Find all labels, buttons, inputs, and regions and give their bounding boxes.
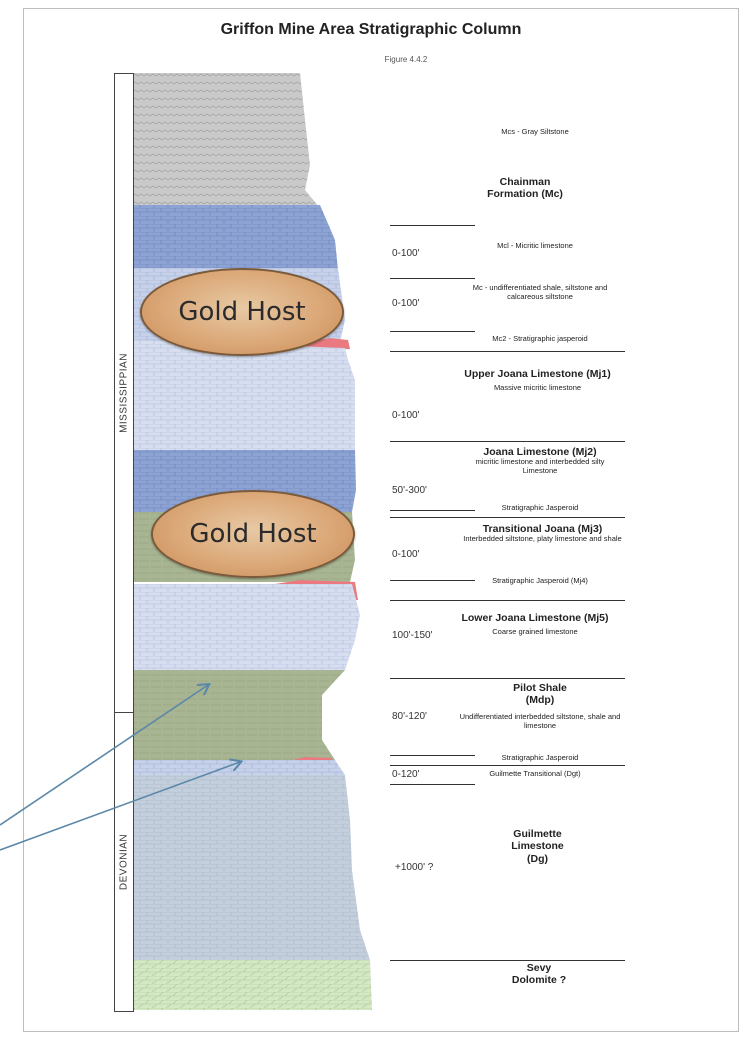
unit-mj1-description: Massive micritic limestone — [493, 383, 582, 393]
gold-host-callout-lower: Gold Host — [151, 490, 355, 578]
boundary-line-13 — [390, 784, 475, 785]
layer-mcs-gray-siltstone — [134, 73, 320, 208]
unit-mj1: Upper Joana Limestone (Mj1) Massive micr… — [455, 368, 620, 393]
thickness-mdp: 80'-120' — [392, 711, 427, 722]
unit-chainman-heading: Chainman Formation (Mc) — [487, 176, 563, 201]
unit-mcs: Mcs - Gray Siltstone — [460, 127, 610, 137]
unit-mj1-heading: Upper Joana Limestone (Mj1) — [464, 368, 611, 380]
unit-mj2-description: micritic limestone and interbedded silty… — [475, 457, 605, 476]
unit-mdp-heading: Pilot Shale (Mdp) — [513, 682, 567, 707]
unit-mc2-description: Mc2 - Stratigraphic jasperoid — [492, 334, 588, 343]
unit-mcl: Mcl - Micritic limestone — [460, 241, 610, 251]
boundary-line-14 — [390, 960, 625, 961]
boundary-line-5 — [390, 441, 625, 442]
thickness-mj2: 50'-300' — [392, 485, 427, 496]
unit-mj4-description: Stratigraphic Jasperoid (Mj4) — [492, 576, 588, 585]
thickness-mj3: 0-100' — [392, 549, 420, 560]
boundary-line-9 — [390, 600, 625, 601]
layer-mj1-upper-joana — [134, 340, 355, 450]
thickness-mj5: 100'-150' — [392, 630, 433, 641]
unit-chainman: Chainman Formation (Mc) — [485, 176, 565, 201]
figure-title: Griffon Mine Area Stratigraphic Column — [220, 21, 522, 38]
unit-mcl-description: Mcl - Micritic limestone — [497, 241, 573, 250]
unit-mj3-description: Interbedded siltstone, platy limestone a… — [463, 534, 622, 544]
figure-subtitle: Figure 4.4.2 — [384, 55, 428, 64]
unit-sevy-heading: Sevy Dolomite ? — [511, 962, 567, 987]
unit-mj2-jasperoid-description: Stratigraphic Jasperoid — [501, 503, 579, 512]
age-bar-devonian: DEVONIAN — [114, 712, 134, 1012]
gold-host-label-upper: Gold Host — [178, 297, 306, 327]
thickness-dgt: 0-120' — [392, 769, 420, 780]
boundary-line-1 — [390, 225, 475, 226]
boundary-line-12 — [390, 765, 625, 766]
unit-mj2-heading: Joana Limestone (Mj2) — [483, 446, 597, 458]
unit-mc2: Mc2 - Stratigraphic jasperoid — [460, 334, 620, 344]
unit-dg-heading: Guilmette Limestone (Dg) — [511, 828, 564, 865]
unit-mdp-description: Undifferentiated interbedded siltstone, … — [459, 711, 621, 730]
gold-host-callout-upper: Gold Host — [140, 268, 344, 356]
layer-sevy-dolomite — [134, 960, 372, 1010]
thickness-mj1: 0-100' — [392, 410, 420, 421]
thickness-mc: 0-100' — [392, 298, 420, 309]
layer-mcl-micritic-limestone — [134, 205, 338, 270]
layer-dg-guilmette — [134, 775, 370, 960]
arrow-lower — [0, 762, 240, 851]
unit-dgt: Guilmette Transitional (Dgt) — [485, 769, 585, 779]
arrow-upper — [0, 685, 208, 826]
unit-mj5: Lower Joana Limestone (Mj5) Coarse grain… — [450, 612, 620, 637]
unit-mdp-jasperoid-description: Stratigraphic Jasperoid — [501, 753, 579, 762]
unit-mj2: Joana Limestone (Mj2) micritic limestone… — [470, 446, 610, 476]
unit-mj2-jasperoid: Stratigraphic Jasperoid — [470, 503, 610, 513]
gold-host-label-lower: Gold Host — [189, 519, 317, 549]
thickness-mcl: 0-100' — [392, 248, 420, 259]
figure-border — [23, 8, 739, 1032]
unit-mc-description: Mc - undifferentiated shale, siltstone a… — [472, 283, 608, 301]
unit-mj3-heading: Transitional Joana (Mj3) — [482, 523, 603, 535]
unit-mc: Mc - undifferentiated shale, siltstone a… — [460, 283, 620, 302]
boundary-line-7 — [390, 517, 625, 518]
unit-mj5-heading: Lower Joana Limestone (Mj5) — [461, 612, 609, 624]
unit-mdp-jasperoid: Stratigraphic Jasperoid — [470, 753, 610, 763]
boundary-line-11 — [390, 755, 475, 756]
unit-mj3: Transitional Joana (Mj3) Interbedded sil… — [460, 523, 625, 544]
boundary-line-3 — [390, 331, 475, 332]
unit-dg: Guilmette Limestone (Dg) — [500, 828, 575, 865]
boundary-line-6 — [390, 510, 475, 511]
boundary-line-10 — [390, 678, 625, 679]
layer-mj5-lower-joana — [134, 584, 360, 670]
boundary-line-2 — [390, 278, 475, 279]
unit-sevy: Sevy Dolomite ? — [508, 962, 570, 987]
unit-mdp: Pilot Shale (Mdp) Undifferentiated inter… — [455, 682, 625, 730]
boundary-line-8 — [390, 580, 475, 581]
unit-mj5-description: Coarse grained limestone — [492, 627, 578, 637]
unit-mj4: Stratigraphic Jasperoid (Mj4) — [470, 576, 610, 586]
unit-mcs-description: Mcs - Gray Siltstone — [501, 127, 569, 136]
boundary-line-4 — [390, 351, 625, 352]
layer-mdp-pilot-shale — [134, 670, 345, 760]
thickness-dg: +1000' ? — [395, 862, 434, 873]
unit-dgt-description: Guilmette Transitional (Dgt) — [489, 769, 581, 778]
